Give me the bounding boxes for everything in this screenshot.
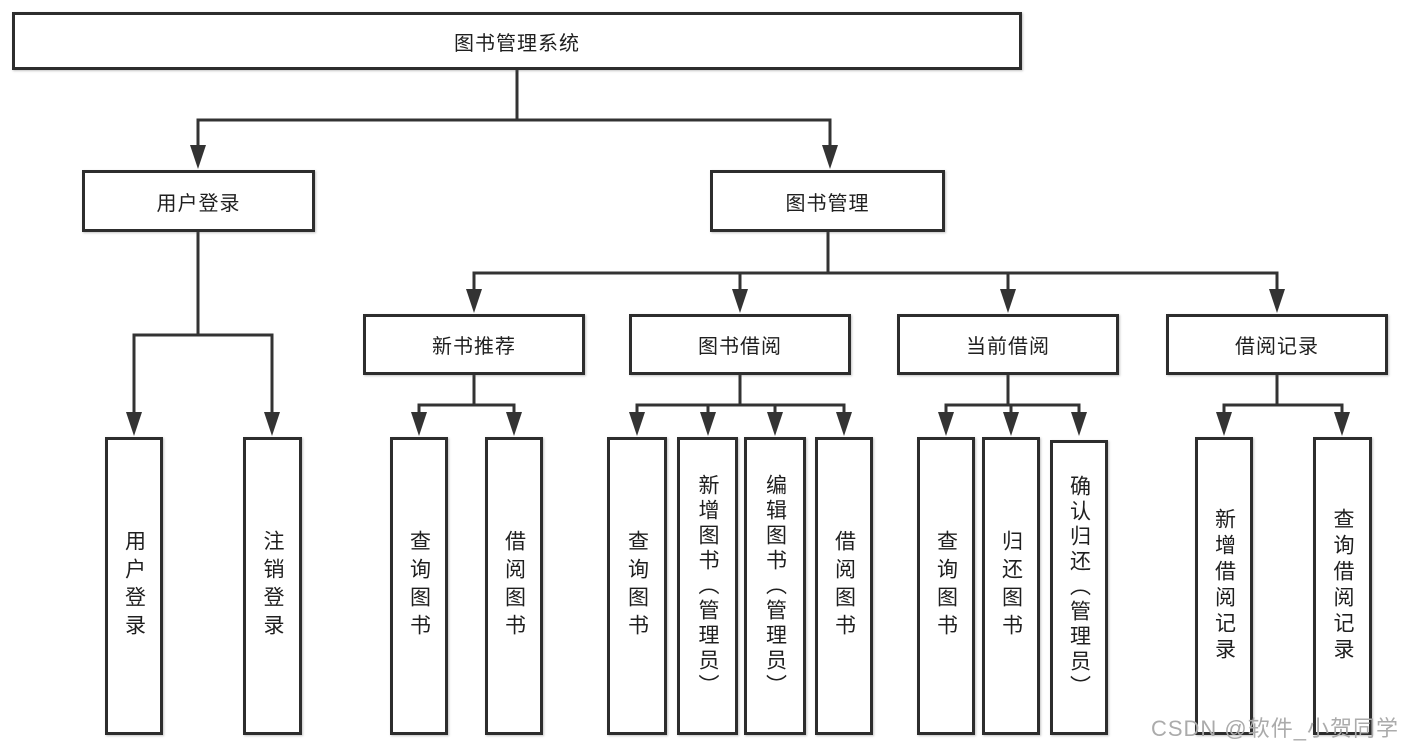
node-label: 新书推荐	[432, 336, 516, 358]
leaf-recommend-query-books: 查询图书	[390, 437, 448, 735]
node-label: 图书借阅	[698, 336, 782, 358]
arrowhead	[836, 412, 852, 436]
leaf-borrow-edit-books-admin: 编辑图书（管理员）	[744, 437, 806, 735]
leaf-records-query-record: 查询借阅记录	[1313, 437, 1372, 735]
connector-user-login-to-leaves	[126, 232, 280, 436]
node-label: 用户登录	[156, 192, 241, 215]
arrowhead	[506, 412, 522, 436]
connector-root-to-branches	[190, 69, 838, 169]
arrowhead	[732, 289, 748, 313]
node-label: 归还图书	[999, 530, 1023, 642]
connector-borrow-to-leaves	[629, 375, 852, 436]
leaf-borrow-borrow-books: 借阅图书	[815, 437, 873, 735]
node-label: 当前借阅	[966, 336, 1050, 358]
arrowhead	[1000, 289, 1016, 313]
node-label: 查询图书	[625, 530, 649, 642]
leaf-records-add-record: 新增借阅记录	[1195, 437, 1253, 735]
leaf-user-login: 用户登录	[105, 437, 163, 735]
arrowhead	[1216, 412, 1232, 436]
node-label: 查询图书	[407, 530, 431, 642]
connector-book-mgmt-to-modules	[466, 232, 1285, 313]
arrowhead	[1269, 289, 1285, 313]
csdn-watermark: CSDN @软件_小贺同学	[1150, 716, 1399, 741]
node-label: 编辑图书（管理员）	[763, 473, 787, 699]
arrowhead	[411, 412, 427, 436]
leaf-current-query-books: 查询图书	[917, 437, 975, 735]
node-label: 图书管理系统	[454, 32, 580, 55]
arrowhead	[190, 145, 206, 169]
connector-recommend-to-leaves	[411, 375, 522, 436]
node-user-login: 用户登录	[82, 170, 315, 232]
leaf-borrow-query-books: 查询图书	[607, 437, 667, 735]
node-root-system: 图书管理系统	[12, 12, 1022, 70]
arrowhead	[938, 412, 954, 436]
arrowhead	[1334, 412, 1350, 436]
arrowhead	[822, 145, 838, 169]
node-book-management: 图书管理	[710, 170, 945, 232]
arrowhead	[767, 412, 783, 436]
arrowhead	[1071, 412, 1087, 436]
node-book-borrow: 图书借阅	[629, 314, 851, 375]
arrowhead	[1003, 412, 1019, 436]
node-label: 新增借阅记录	[1212, 508, 1236, 664]
node-label: 借阅图书	[502, 530, 526, 642]
node-label: 注销登录	[261, 530, 284, 642]
arrowhead	[264, 412, 280, 436]
leaf-borrow-add-books-admin: 新增图书（管理员）	[677, 437, 738, 735]
leaf-current-return-books: 归还图书	[982, 437, 1040, 735]
node-label: 借阅图书	[832, 530, 856, 642]
node-label: 查询借阅记录	[1331, 508, 1354, 664]
connector-current-to-leaves	[938, 375, 1087, 436]
leaf-recommend-borrow-books: 借阅图书	[485, 437, 543, 735]
node-label: 查询图书	[934, 530, 958, 642]
arrowhead	[466, 289, 482, 313]
arrowhead	[700, 412, 716, 436]
node-new-book-recommend: 新书推荐	[363, 314, 585, 375]
leaf-logout: 注销登录	[243, 437, 302, 735]
node-label: 用户登录	[122, 530, 146, 642]
node-label: 新增图书（管理员）	[696, 473, 719, 699]
node-label: 图书管理	[785, 192, 870, 215]
node-label: 确认归还（管理员）	[1067, 475, 1091, 700]
leaf-current-confirm-return-admin: 确认归还（管理员）	[1050, 440, 1108, 735]
connector-records-to-leaves	[1216, 375, 1350, 436]
node-borrow-records: 借阅记录	[1166, 314, 1388, 375]
arrowhead	[126, 412, 142, 436]
arrowhead	[629, 412, 645, 436]
node-label: 借阅记录	[1235, 336, 1319, 358]
node-current-borrow: 当前借阅	[897, 314, 1119, 375]
